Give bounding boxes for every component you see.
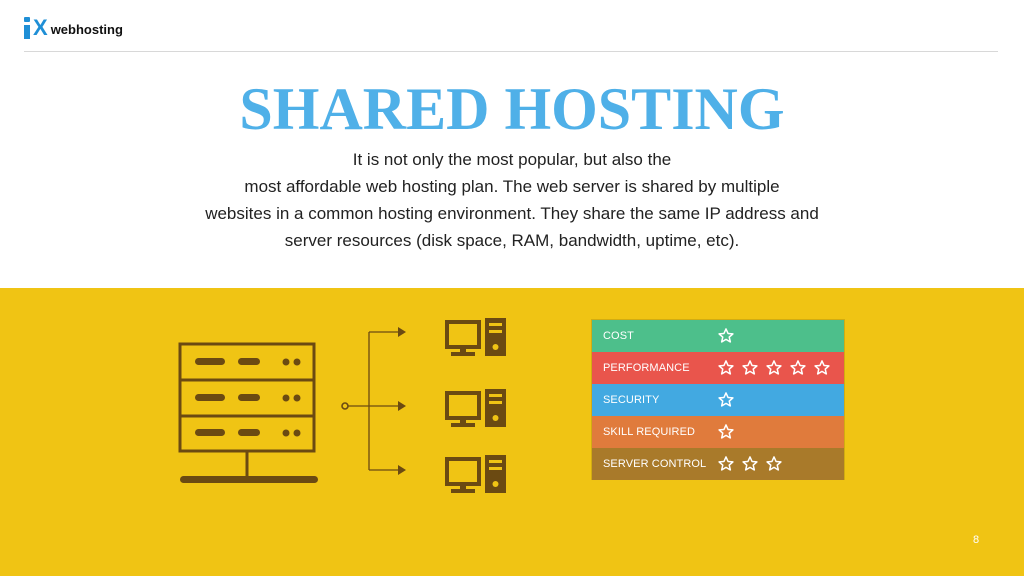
star-icon [790, 360, 806, 375]
server-icon [178, 342, 316, 478]
star-icon [742, 456, 758, 471]
star-icon [766, 456, 782, 471]
rating-label: COST [603, 330, 634, 342]
rating-row-skill-required: SKILL REQUIRED [592, 416, 844, 448]
star-rating [717, 455, 783, 473]
rating-row-cost: COST [592, 320, 844, 352]
description-line: most affordable web hosting plan. The we… [244, 177, 780, 196]
brand-logo[interactable]: X webhosting [24, 16, 123, 40]
star-rating [717, 327, 735, 345]
star-icon [742, 360, 758, 375]
star-icon [718, 424, 734, 439]
star-icon [718, 456, 734, 471]
rating-table: COST PERFORMANCE SECURITY SKILL REQUIRED… [591, 319, 845, 480]
slide-description: It is not only the most popular, but als… [112, 146, 912, 254]
star-icon [766, 360, 782, 375]
arrow-heads [398, 327, 406, 475]
client-computer-icon [445, 455, 506, 493]
page-number: 8 [972, 534, 980, 546]
star-rating [717, 359, 831, 377]
rating-label: SKILL REQUIRED [603, 426, 696, 438]
star-icon [814, 360, 830, 375]
rating-row-server-control: SERVER CONTROL [592, 448, 844, 480]
rating-label: SECURITY [603, 394, 660, 406]
description-line: server resources (disk space, RAM, bandw… [284, 231, 740, 250]
star-icon [718, 360, 734, 375]
rating-label: PERFORMANCE [603, 362, 690, 374]
rating-row-performance: PERFORMANCE [592, 352, 844, 384]
client-computer-icon [445, 389, 506, 427]
star-rating [717, 391, 735, 409]
slide-title: SHARED HOSTING [239, 76, 785, 142]
description-line: websites in a common hosting environment… [205, 204, 819, 223]
yellow-band [0, 288, 1024, 576]
rating-label: SERVER CONTROL [603, 458, 707, 470]
description-line: It is not only the most popular, but als… [352, 150, 672, 169]
server-lights [180, 358, 318, 483]
star-icon [718, 328, 734, 343]
logo-text: webhosting [50, 21, 123, 37]
star-rating [717, 423, 735, 441]
client-computer-icon [445, 318, 506, 356]
star-icon [718, 392, 734, 407]
connection-lines [341, 331, 398, 471]
logo-icon: X [24, 17, 48, 39]
rating-row-security: SECURITY [592, 384, 844, 416]
header-divider [24, 51, 998, 52]
